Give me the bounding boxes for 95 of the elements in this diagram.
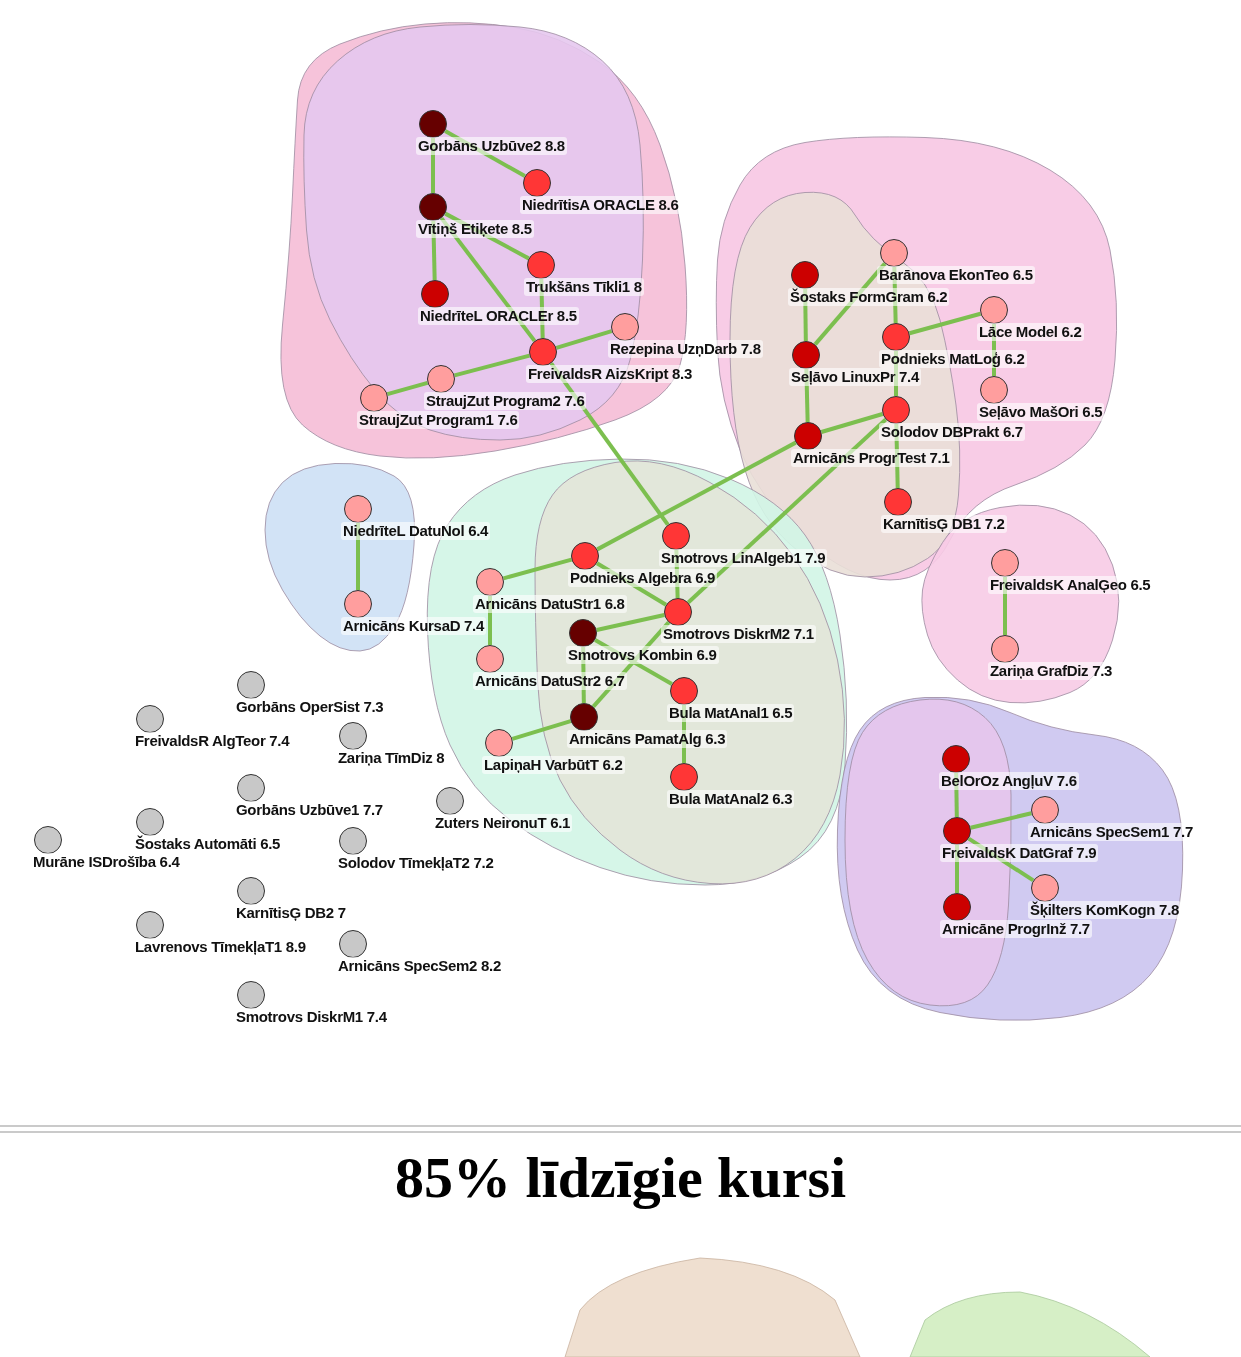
page-title: 85% līdzīgie kursi bbox=[394, 1144, 847, 1212]
node-circle bbox=[136, 705, 164, 733]
node-circle bbox=[237, 774, 265, 802]
node-label: Gorbāns Uzbūve2 8.8 bbox=[416, 137, 567, 155]
connector-line bbox=[596, 613, 665, 632]
connector-line bbox=[892, 266, 898, 324]
connector-line bbox=[894, 351, 898, 396]
node-label: Smotrovs LinAlgeb1 7.9 bbox=[659, 549, 828, 567]
connector-line bbox=[955, 845, 959, 893]
connector-line bbox=[454, 353, 530, 378]
node-label: Solodov DBPrakt 6.7 bbox=[879, 423, 1025, 441]
node-label: NiedrīteL ORACLEr 8.5 bbox=[418, 307, 579, 325]
connector-line bbox=[908, 311, 982, 336]
connector-line bbox=[356, 523, 360, 590]
connector-line bbox=[444, 129, 526, 178]
node-label: Smotrovs DiskrM2 7.1 bbox=[661, 625, 816, 643]
node-circle bbox=[436, 787, 464, 815]
node-label: Lāce Model 6.2 bbox=[977, 323, 1084, 341]
node-label: Šķilters KomKogn 7.8 bbox=[1028, 901, 1182, 919]
node-label: StraujZut Program1 7.6 bbox=[357, 411, 520, 429]
node-label: Bula MatAnal1 6.5 bbox=[667, 704, 795, 722]
connector-line bbox=[431, 220, 437, 281]
connector-line bbox=[674, 549, 680, 599]
node-label: Podnieks MatLoģ 6.2 bbox=[879, 350, 1027, 368]
node-label: KarnītisĢ DB2 7 bbox=[234, 904, 348, 922]
node-label: Smotrovs Kombin 6.9 bbox=[566, 646, 719, 664]
node-label: Bula MatAnal2 6.3 bbox=[667, 790, 795, 808]
node-label: Gorbāns OperSist 7.3 bbox=[234, 698, 386, 716]
node-label: Zuters NeironuT 6.1 bbox=[433, 814, 573, 832]
node-label: Seļāvo LinuxPr 7.4 bbox=[789, 368, 921, 386]
connector-line bbox=[594, 638, 673, 686]
node-label: Arnicāns SpecSem2 8.2 bbox=[336, 957, 503, 975]
node-circle bbox=[136, 911, 164, 939]
node-circle bbox=[339, 930, 367, 958]
node-label: FreivaldsK AnalĢeo 6.5 bbox=[988, 576, 1153, 594]
node-label: StraujZut Program2 7.6 bbox=[424, 392, 587, 410]
connector-line bbox=[1003, 577, 1007, 635]
node-circle bbox=[136, 808, 164, 836]
connector-line bbox=[954, 772, 959, 818]
node-circle bbox=[237, 877, 265, 905]
node-label: Zariņa GrafDiz 7.3 bbox=[988, 662, 1115, 680]
connector-line bbox=[686, 418, 888, 604]
node-label: Arnicāns ProgrTest 7.1 bbox=[791, 449, 952, 467]
connector-line bbox=[444, 211, 530, 261]
connector-line bbox=[803, 288, 808, 342]
node-label: BelOrOz AngļuV 7.6 bbox=[939, 772, 1079, 790]
node-label: Arnicāns KursaD 7.4 bbox=[341, 617, 487, 635]
node-label: NiedrītisA ORACLE 8.6 bbox=[520, 196, 681, 214]
connector-line bbox=[804, 368, 810, 423]
node-label: FreivaldsR AizsKript 8.3 bbox=[526, 365, 694, 383]
connector-line bbox=[555, 329, 613, 350]
node-label: Barānova EkonTeo 6.5 bbox=[877, 266, 1035, 284]
node-label: Arnicāns DatuStr1 6.8 bbox=[473, 595, 627, 613]
connector-line bbox=[439, 216, 537, 343]
node-circle bbox=[237, 671, 265, 699]
connector-line bbox=[591, 621, 671, 708]
node-label: Lavrenovs TīmekļaT1 8.9 bbox=[133, 938, 308, 956]
node-label: Trukšāns Tīkli1 8 bbox=[524, 278, 644, 296]
connector-line bbox=[539, 278, 545, 339]
node-label: Rezepina UzņDarb 7.8 bbox=[608, 340, 763, 358]
connector-line bbox=[992, 324, 996, 376]
node-label: Šostaks FormGram 6.2 bbox=[788, 288, 950, 306]
connector-line bbox=[813, 262, 887, 346]
node-label: LapiņaH VarbūtT 6.2 bbox=[482, 756, 625, 774]
connector-line bbox=[970, 811, 1032, 830]
node-label: NiedrīteL DatuNol 6.4 bbox=[341, 522, 491, 540]
connector-line bbox=[967, 836, 1035, 883]
node-label: KarnītisĢ DB1 7.2 bbox=[881, 515, 1007, 533]
connector-line bbox=[502, 557, 573, 581]
node-label: Seļāvo MašOri 6.5 bbox=[977, 403, 1105, 421]
connector-line bbox=[820, 412, 884, 434]
node-circle bbox=[339, 827, 367, 855]
node-circle bbox=[237, 981, 265, 1009]
node-circle bbox=[34, 826, 62, 854]
node-label: Solodov TīmekļaT2 7.2 bbox=[336, 854, 496, 872]
node-label: FreivaldsK DatGraf 7.9 bbox=[940, 844, 1099, 862]
connector-line bbox=[596, 440, 797, 552]
connector-line bbox=[431, 138, 435, 193]
node-label: Arnicāns DatuStr2 6.7 bbox=[473, 672, 627, 690]
node-label: Zariņa TīmDiz 8 bbox=[336, 749, 447, 767]
node-label: Arnicāns PamatAlg 6.3 bbox=[567, 730, 728, 748]
node-label: Arnicāns SpecSem1 7.7 bbox=[1028, 823, 1195, 841]
connector-line bbox=[549, 362, 670, 526]
connector-line bbox=[511, 719, 572, 741]
connector-line bbox=[386, 380, 429, 397]
node-label: Vītiņš Etiķete 8.5 bbox=[416, 220, 534, 238]
connector-line bbox=[682, 705, 686, 763]
connector-line bbox=[595, 561, 668, 607]
connector-line bbox=[488, 596, 492, 645]
node-circle bbox=[339, 722, 367, 750]
connector-line bbox=[894, 423, 900, 489]
node-label: FreivaldsR AlgTeor 7.4 bbox=[133, 732, 292, 750]
node-label: Podnieks Algebra 6.9 bbox=[568, 569, 718, 587]
node-label: Arnicāne ProgrInž 7.7 bbox=[940, 920, 1092, 938]
connector-line bbox=[581, 646, 586, 704]
